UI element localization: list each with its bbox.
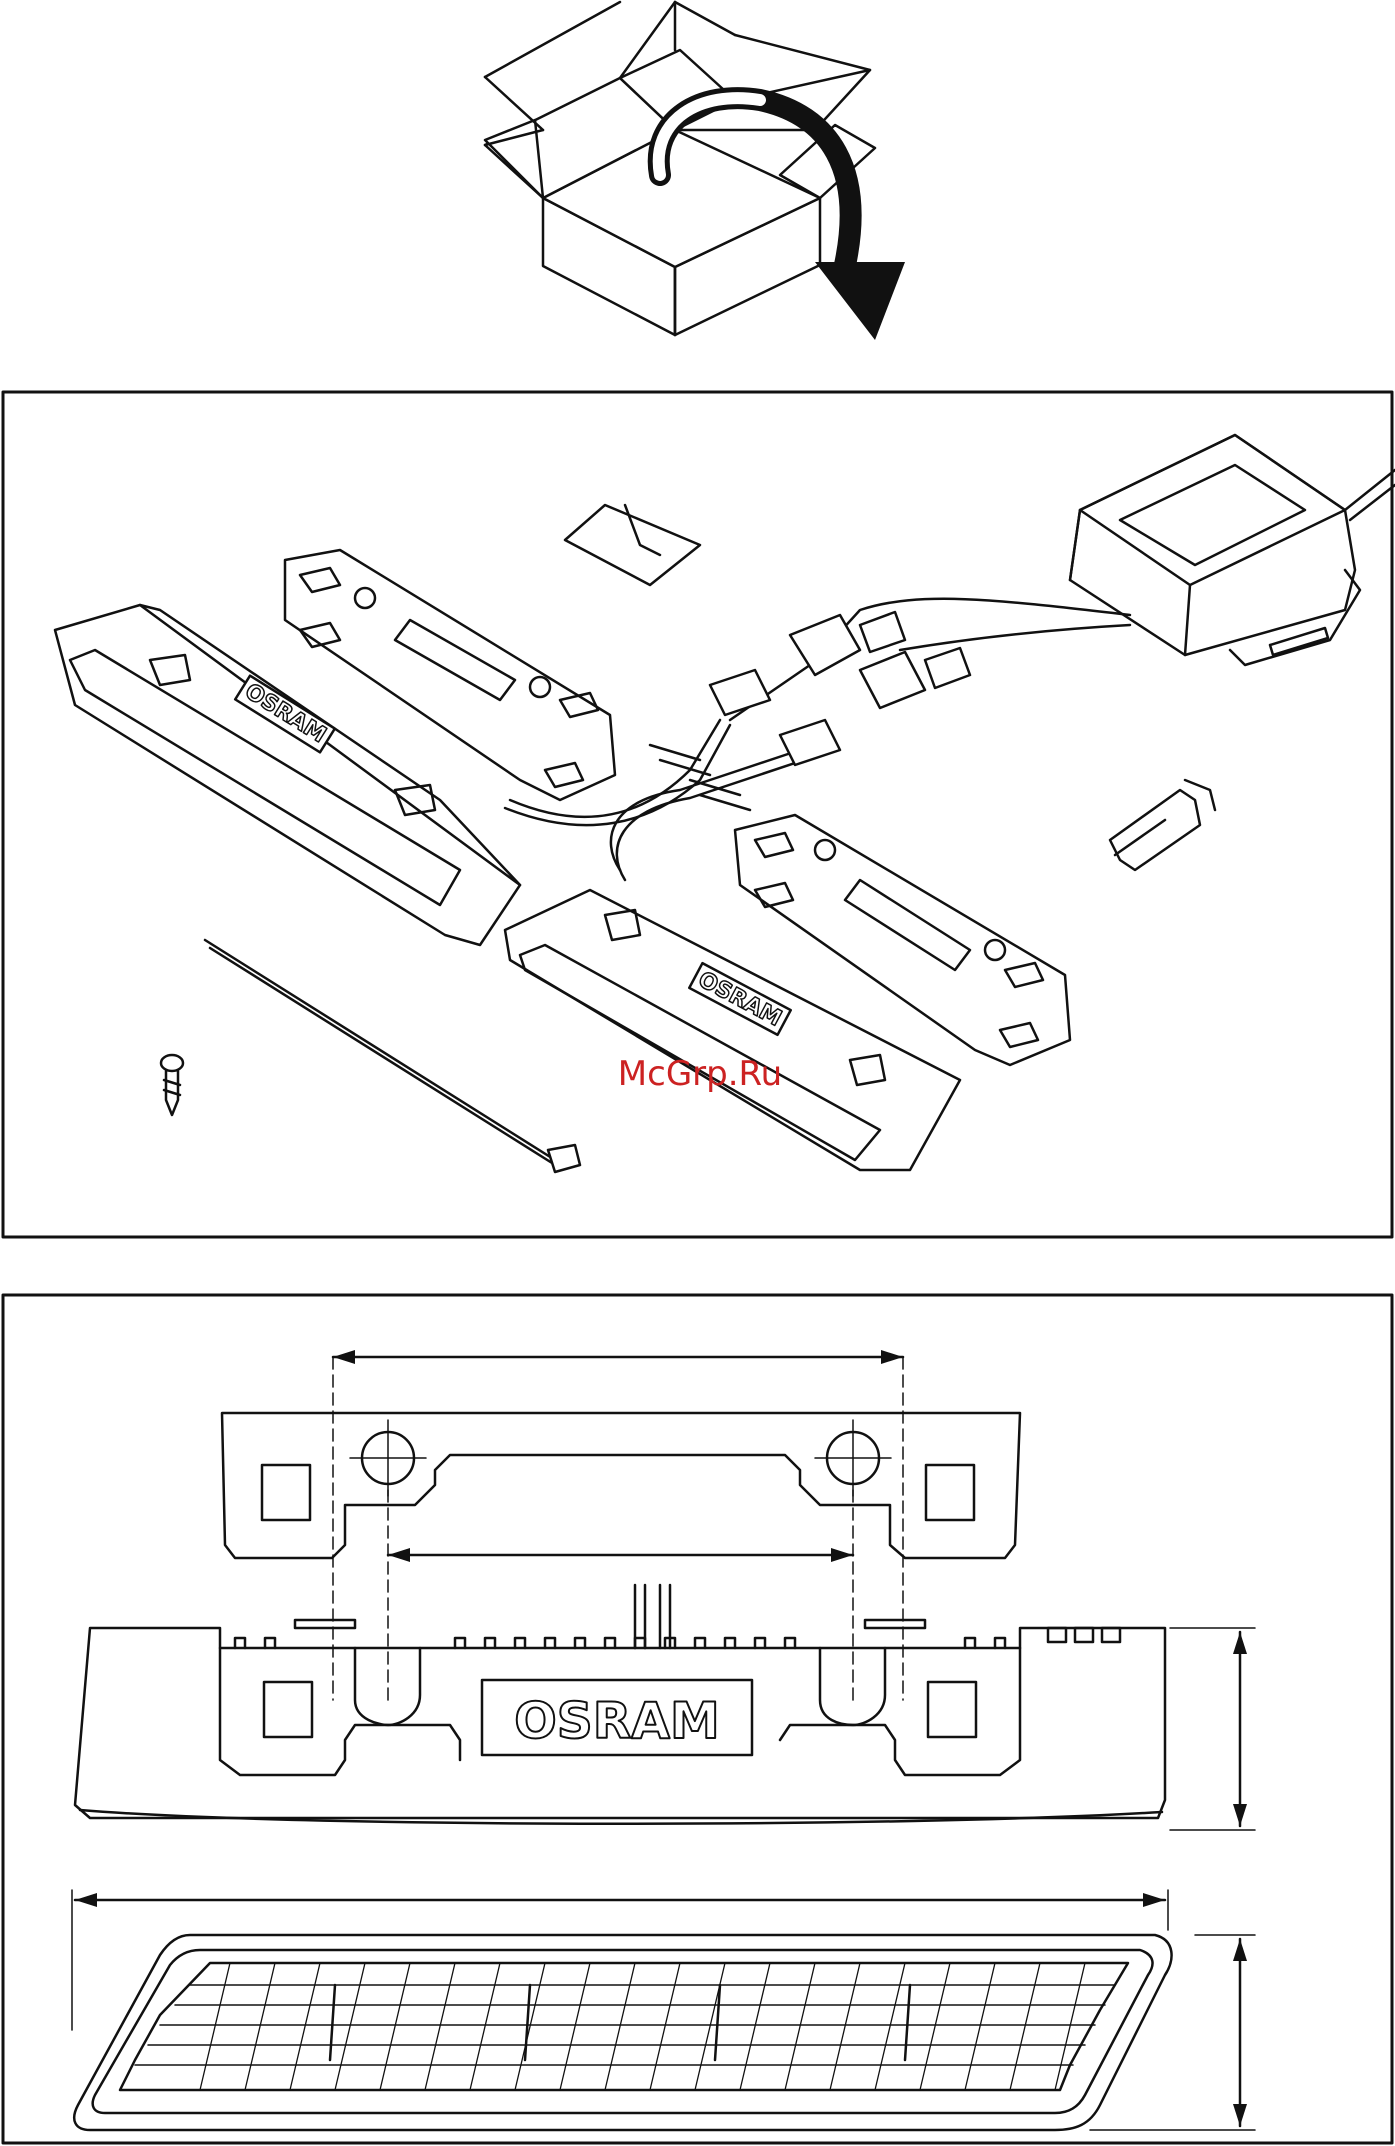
dimension-line-total-length <box>72 1890 1168 2030</box>
connector-2-icon <box>780 720 840 765</box>
dimension-line-hole-spacing <box>388 1490 853 1700</box>
dimension-drawing: OSRAM <box>72 1350 1255 2130</box>
kit-contents-illustration: OSRAM OSRAM <box>55 435 1395 1172</box>
watermark-text: McGrp.Ru <box>618 1054 782 1094</box>
cable-clip-icon <box>1110 780 1215 870</box>
brand-logo-dimension: OSRAM <box>514 1692 719 1750</box>
open-box-icon <box>485 2 875 335</box>
connector-1-icon <box>710 670 770 715</box>
unboxing-illustration <box>485 2 905 340</box>
bracket-top-view <box>222 1413 1020 1558</box>
control-box-icon <box>1070 435 1395 665</box>
screw-icon <box>161 1055 183 1115</box>
dimension-line-height <box>1170 1628 1255 1830</box>
led-light-top-view: OSRAM <box>75 1585 1165 1824</box>
cable-tie-icon <box>205 940 580 1172</box>
adhesive-pad-icon <box>565 505 700 585</box>
connector-4-icon <box>860 648 970 708</box>
led-light-front-view <box>74 1935 1171 2130</box>
